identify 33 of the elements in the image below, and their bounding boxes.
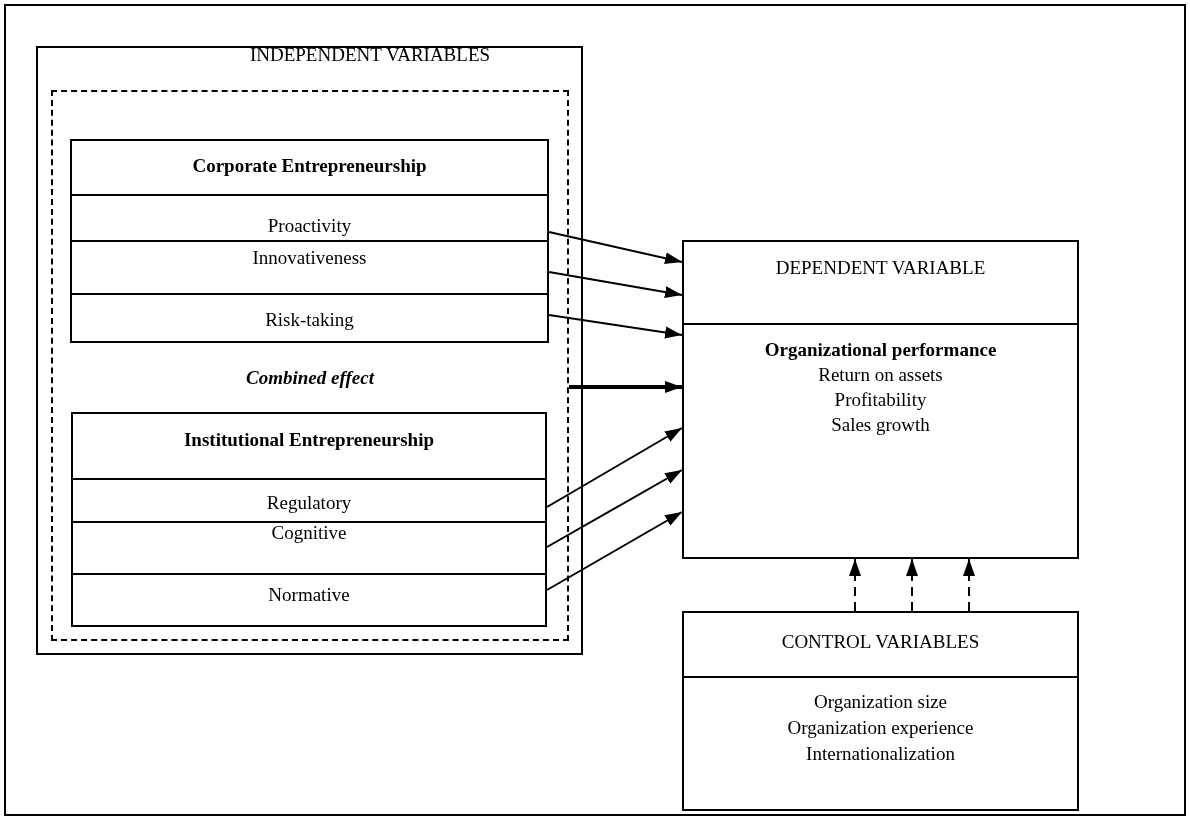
item-label: Return on assets <box>817 364 944 386</box>
row-label: Normative <box>267 584 351 606</box>
item-label: Sales growth <box>830 414 931 436</box>
arrow <box>546 427 683 508</box>
item-label: Organization size <box>812 691 949 713</box>
dashed-arrow <box>906 558 918 612</box>
item-label: Profitability <box>833 389 928 411</box>
arrow <box>546 511 683 591</box>
row-label: Innovativeness <box>251 247 368 269</box>
item-label: Internationalization <box>805 743 956 765</box>
variable-box <box>682 611 1079 811</box>
construct-table <box>70 139 549 343</box>
heading-label: Institutional Entrepreneurship <box>182 429 435 451</box>
effect-label: Combined effect <box>245 367 376 389</box>
heading-label: DEPENDENT VARIABLE <box>774 257 987 279</box>
heading-label: Corporate Entrepreneurship <box>191 155 428 177</box>
heading-label: INDEPENDENT VARIABLES <box>248 44 492 66</box>
heading-label: Organizational performance <box>763 339 998 361</box>
row-label: Proactivity <box>266 215 353 237</box>
arrow <box>548 271 683 298</box>
item-label: Organization experience <box>786 717 975 739</box>
variable-box <box>682 240 1079 559</box>
thick-arrow <box>569 381 682 393</box>
construct-table <box>71 412 547 627</box>
arrow <box>546 469 683 548</box>
row-label: Cognitive <box>270 522 348 544</box>
dashed-arrow <box>963 558 975 612</box>
row-label: Risk-taking <box>264 309 355 331</box>
row-label: Regulatory <box>265 492 353 514</box>
heading-label: CONTROL VARIABLES <box>780 631 981 653</box>
dashed-arrow <box>849 558 861 612</box>
arrow <box>548 314 683 339</box>
arrow <box>548 231 683 265</box>
